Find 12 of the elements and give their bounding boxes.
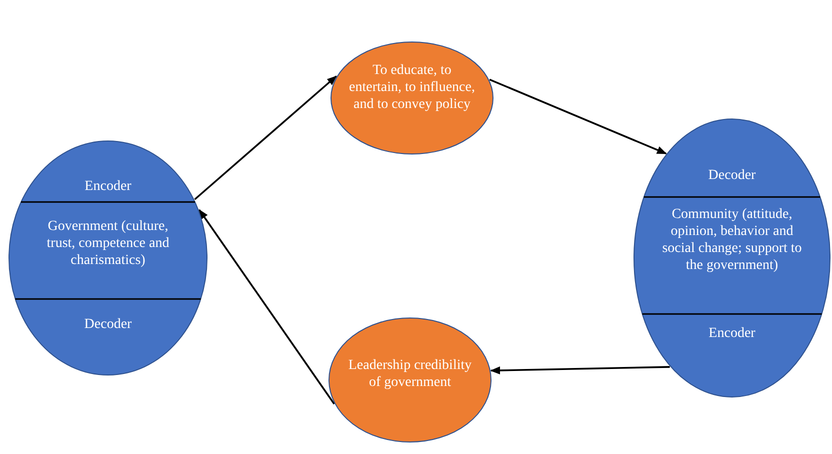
node-text: Community (attitude, opinion, behavior and social change; support to the government) <box>661 206 803 274</box>
node-text: Leadership credibility of government <box>347 357 473 391</box>
arrow <box>194 76 337 200</box>
node-text: To educate, to entertain, to influence, and to convey policy <box>348 62 476 113</box>
arrow <box>198 209 335 405</box>
section-label: Decoder <box>707 167 757 184</box>
arrow <box>489 78 667 154</box>
section-label: Encoder <box>708 325 756 342</box>
section-label: Encoder <box>84 178 132 195</box>
arrow <box>490 366 670 374</box>
section-label: Decoder <box>83 316 133 333</box>
node-text: Government (culture, trust, competence and charismatics) <box>46 218 170 269</box>
